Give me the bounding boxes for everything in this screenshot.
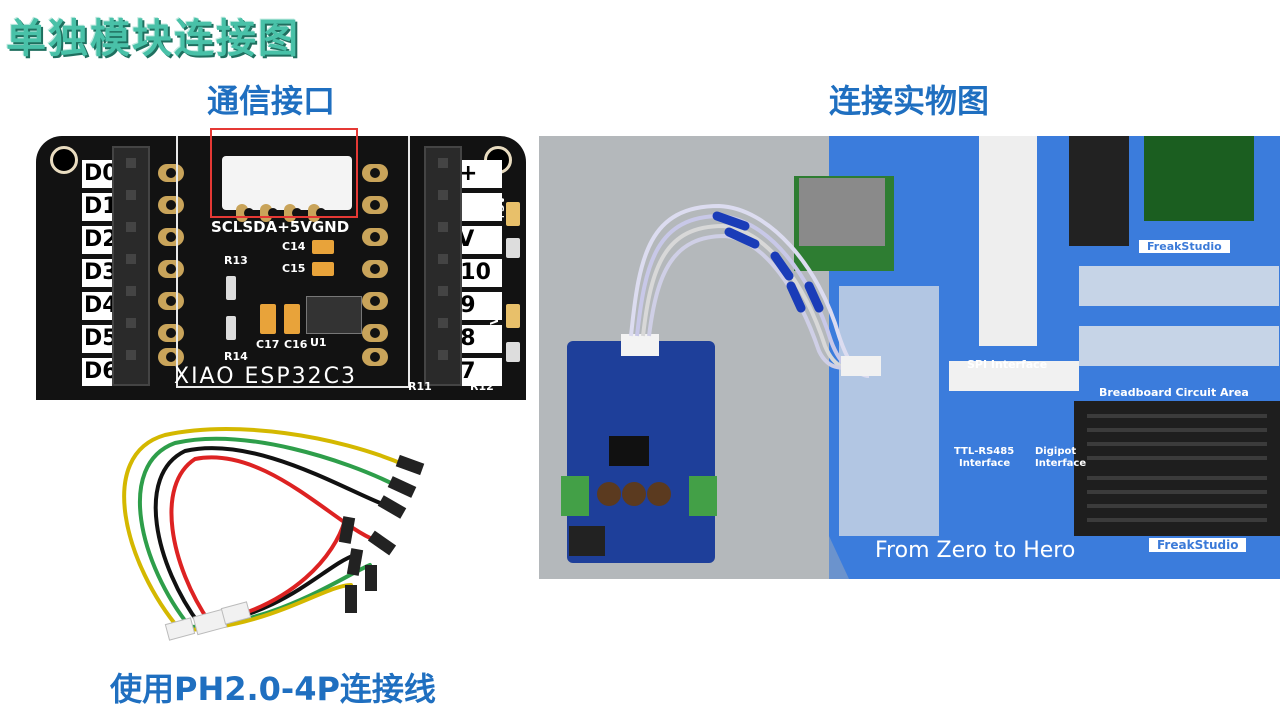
photo-title: 连接实物图 <box>829 82 990 120</box>
comm-interface-title: 通信接口 <box>207 82 336 120</box>
label-c16: C16 <box>284 338 308 351</box>
label-c17: C17 <box>256 338 280 351</box>
photo-drawing <box>539 136 1280 579</box>
connection-photo: From Zero to Hero FreakStudio FreakStudi… <box>539 136 1280 579</box>
label-r13: R13 <box>224 254 248 267</box>
right-header-strip <box>424 146 462 386</box>
digipot-label: Digipot <box>1035 446 1077 457</box>
from-zero-to-hero-text: From Zero to Hero <box>875 538 1076 563</box>
label-vcc: VCC <box>487 300 501 325</box>
ttl-interface-label: Interface <box>959 458 1011 469</box>
connector-highlight-box <box>210 128 358 218</box>
label-r12: R12 <box>470 380 494 393</box>
digipot-interface-label: Interface <box>1035 458 1087 469</box>
cable-caption: 使用PH2.0-4P连接线 <box>110 670 436 708</box>
label-c15: C15 <box>282 262 306 275</box>
brand-label-top: FreakStudio <box>1139 240 1230 253</box>
xiao-esp32c3-label: XIAO ESP32C3 <box>174 364 358 389</box>
label-r14: R14 <box>224 350 248 363</box>
ph2-cable-image <box>122 427 425 641</box>
page-title: 单独模块连接图 <box>6 16 300 62</box>
label-5v: +5V <box>494 195 508 222</box>
module-outline <box>176 136 410 388</box>
ttl-rs485-label: TTL-RS485 <box>954 446 1015 457</box>
spi-interface-label: SPI Interface <box>967 358 1048 371</box>
label-u1: U1 <box>310 336 327 349</box>
label-c14: C14 <box>282 240 306 253</box>
brand-label-bottom: FreakStudio <box>1149 538 1247 552</box>
mount-hole-left <box>50 146 78 174</box>
breadboard-label: Breadboard Circuit Area <box>1099 386 1249 399</box>
connector-pin-label: SCLSDA+5VGND <box>211 218 350 236</box>
left-header-strip <box>112 146 150 386</box>
ph-connector <box>222 156 352 210</box>
label-r11: R11 <box>408 380 432 393</box>
regulator-chip <box>306 296 362 334</box>
